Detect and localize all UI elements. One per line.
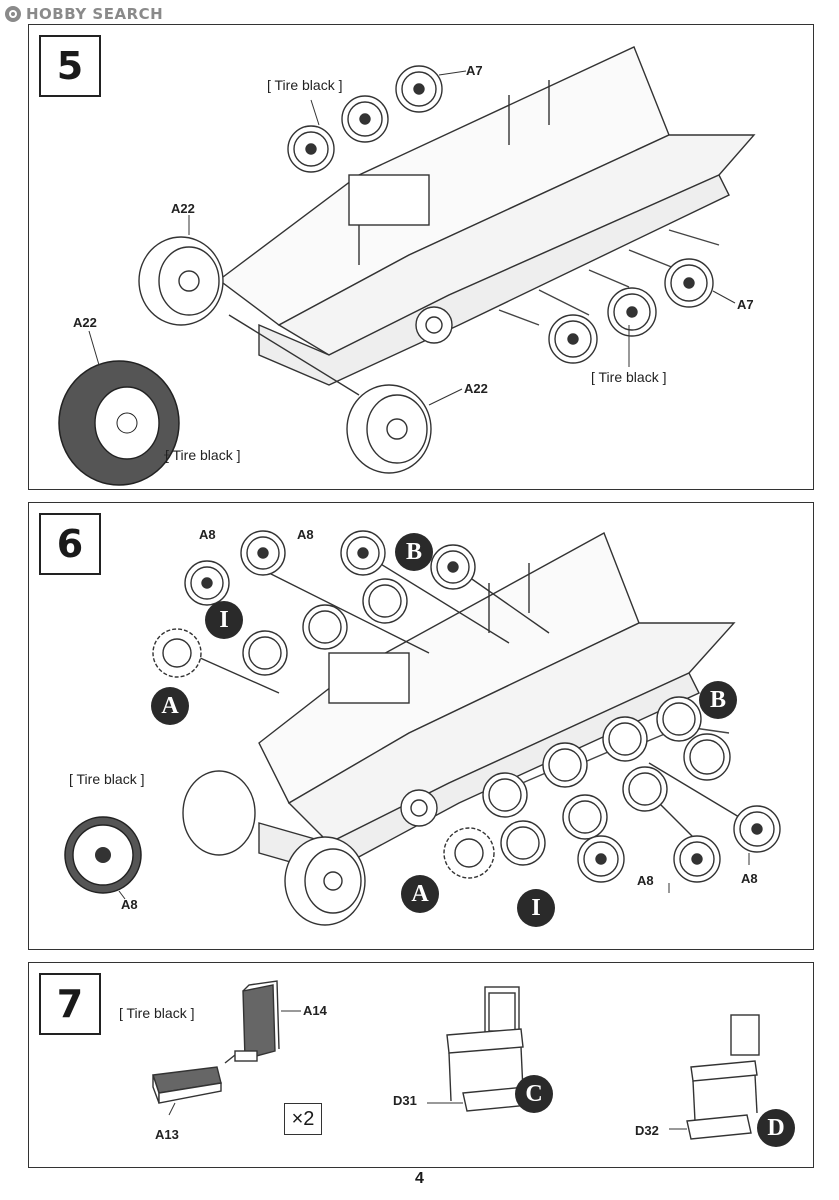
part-label-A8: A8 bbox=[637, 873, 654, 888]
page-number: 4 bbox=[415, 1170, 424, 1187]
reference-badge-I: I bbox=[205, 601, 243, 639]
paint-note-tire-black: [ Tire black ] bbox=[119, 1005, 195, 1021]
part-label-A7-top: A7 bbox=[466, 63, 483, 78]
part-label-D32: D32 bbox=[635, 1123, 659, 1138]
paint-note-tire-black: [ Tire black ] bbox=[165, 447, 241, 463]
part-label-A22-wheel: A22 bbox=[171, 201, 195, 216]
paint-note-tire-black: [ Tire black ] bbox=[69, 771, 145, 787]
step-5-illustration bbox=[58, 46, 756, 486]
reference-badge-D: D bbox=[757, 1109, 795, 1147]
step-number: 6 bbox=[39, 513, 101, 575]
watermark: HOBBY SEARCH bbox=[4, 4, 163, 24]
reference-badge-B: B bbox=[395, 533, 433, 571]
reference-badge-A: A bbox=[401, 875, 439, 913]
reference-badge-A: A bbox=[151, 687, 189, 725]
part-label-A8-tire: A8 bbox=[121, 897, 138, 912]
step-number: 5 bbox=[39, 35, 101, 97]
step-number: 7 bbox=[39, 973, 101, 1035]
step-6-panel: 6 bbox=[28, 502, 814, 950]
step-5-panel: 5 bbox=[28, 24, 814, 490]
reference-badge-C: C bbox=[515, 1075, 553, 1113]
part-label-A22-tire: A22 bbox=[73, 315, 97, 330]
part-label-A22-front: A22 bbox=[464, 381, 488, 396]
part-label-D31: D31 bbox=[393, 1093, 417, 1108]
part-label-A14: A14 bbox=[303, 1003, 327, 1018]
paint-note-tire-black: [ Tire black ] bbox=[591, 369, 667, 385]
quantity-box: ×2 bbox=[284, 1103, 322, 1135]
step-7-panel: 7 bbox=[28, 962, 814, 1168]
hobby-search-logo-icon bbox=[5, 6, 21, 22]
part-label-A7-right: A7 bbox=[737, 297, 754, 312]
step-6-illustration bbox=[64, 530, 781, 926]
part-label-A8: A8 bbox=[199, 527, 216, 542]
part-label-A13: A13 bbox=[155, 1127, 179, 1142]
watermark-text: HOBBY SEARCH bbox=[26, 5, 164, 23]
reference-badge-B: B bbox=[699, 681, 737, 719]
paint-note-tire-black: [ Tire black ] bbox=[267, 77, 343, 93]
reference-badge-I: I bbox=[517, 889, 555, 927]
part-label-A8: A8 bbox=[741, 871, 758, 886]
part-label-A8: A8 bbox=[297, 527, 314, 542]
step-7-illustration bbox=[152, 980, 760, 1140]
